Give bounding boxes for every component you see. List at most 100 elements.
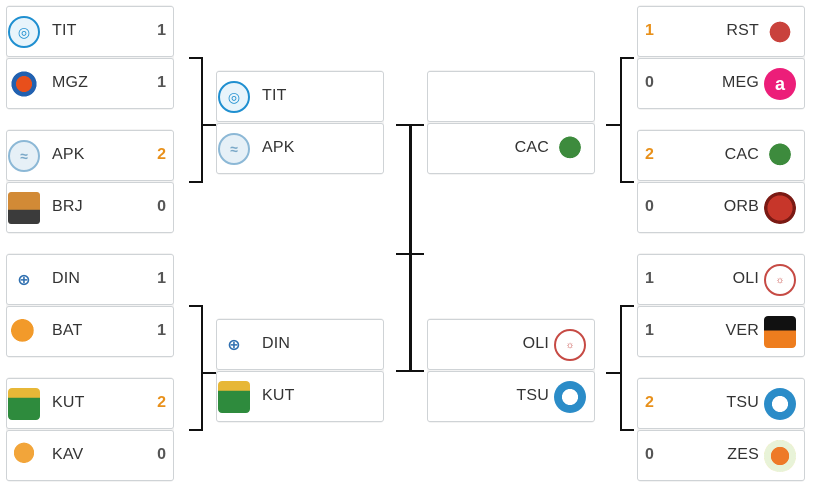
kav-logo-icon: [8, 440, 40, 472]
team-row[interactable]: KUT: [216, 371, 384, 422]
team-row[interactable]: BRJ 0: [6, 182, 174, 233]
match-card[interactable]: RST 1 a MEG 0: [637, 5, 805, 110]
kut-logo-icon: [8, 388, 40, 420]
mgz-logo-icon: [8, 68, 40, 100]
team-name: CAC: [514, 139, 549, 156]
team-name: KUT: [262, 387, 295, 404]
team-score: 0: [157, 198, 166, 215]
team-row[interactable]: MGZ 1: [6, 58, 174, 109]
match-card[interactable]: ☼OLI TSU: [427, 318, 595, 423]
team-row[interactable]: a MEG 0: [637, 58, 805, 109]
team-score: 1: [645, 22, 654, 39]
team-score: 2: [645, 146, 654, 163]
meg-logo-icon: a: [764, 68, 796, 100]
bracket-connector: [606, 372, 621, 374]
apk-logo-icon: ≈: [218, 133, 250, 165]
kut-logo-icon: [218, 381, 250, 413]
team-row[interactable]: ≈ APK 2: [6, 130, 174, 181]
ver-logo-icon: [764, 316, 796, 348]
bracket-connector: [620, 305, 622, 431]
team-name: APK: [52, 146, 85, 163]
team-name: VER: [725, 322, 759, 339]
team-score: 1: [645, 270, 654, 287]
team-name: TSU: [726, 394, 759, 411]
team-score: 2: [157, 146, 166, 163]
orb-logo-icon: [764, 192, 796, 224]
team-row[interactable]: ⊕ DIN 1: [6, 254, 174, 305]
team-score: 0: [157, 446, 166, 463]
match-card[interactable]: ◎ TIT ≈ APK: [216, 70, 384, 175]
team-row[interactable]: TSU: [427, 371, 595, 422]
oli-logo-icon: ☼: [764, 264, 796, 296]
team-score: 1: [645, 322, 654, 339]
team-row[interactable]: ◎ TIT: [216, 71, 384, 122]
tit-logo-icon: ◎: [8, 16, 40, 48]
team-row[interactable]: KUT 2: [6, 378, 174, 429]
team-row[interactable]: ☼OLI: [427, 319, 595, 370]
tit-logo-icon: ◎: [218, 81, 250, 113]
team-row[interactable]: ⊕DIN: [216, 319, 384, 370]
cac-logo-icon: [764, 140, 796, 172]
team-name: TIT: [262, 87, 287, 104]
team-score: 2: [157, 394, 166, 411]
team-score: 0: [645, 446, 654, 463]
team-name: MGZ: [52, 74, 89, 91]
bracket-connector: [620, 57, 622, 183]
oli-logo-icon: ☼: [554, 329, 586, 361]
team-score: 1: [157, 22, 166, 39]
team-name: MEG: [721, 74, 759, 91]
tsu-logo-icon: [764, 388, 796, 420]
match-card[interactable]: ⊕DIN KUT: [216, 318, 384, 423]
team-row[interactable]: ZES 0: [637, 430, 805, 481]
team-score: 1: [157, 270, 166, 287]
team-row[interactable]: CAC: [427, 123, 595, 174]
team-name: ZES: [727, 446, 759, 463]
din-logo-icon: ⊕: [8, 264, 40, 296]
match-card[interactable]: CAC: [427, 70, 595, 175]
bracket-connector: [189, 429, 203, 431]
brj-logo-icon: [8, 192, 40, 224]
team-score: 1: [157, 322, 166, 339]
team-name: KAV: [52, 446, 84, 463]
team-name: CAC: [724, 146, 759, 163]
team-name: ORB: [723, 198, 759, 215]
team-row[interactable]: CAC 2: [637, 130, 805, 181]
team-name: TSU: [516, 387, 549, 404]
team-row[interactable]: [427, 71, 595, 122]
team-row[interactable]: ≈ APK: [216, 123, 384, 174]
bracket-connector: [189, 181, 203, 183]
team-score: 1: [157, 74, 166, 91]
bracket-connector: [189, 57, 203, 59]
bracket-connector: [409, 124, 412, 372]
team-name: DIN: [52, 270, 81, 287]
team-score: 0: [645, 74, 654, 91]
bracket-connector: [189, 305, 203, 307]
team-name: KUT: [52, 394, 85, 411]
team-name: APK: [262, 139, 295, 156]
team-row[interactable]: KAV 0: [6, 430, 174, 481]
team-name: BRJ: [52, 198, 83, 215]
bracket-connector: [201, 372, 216, 374]
din-logo-icon: ⊕: [218, 329, 250, 361]
apk-logo-icon: ≈: [8, 140, 40, 172]
team-row[interactable]: RST 1: [637, 6, 805, 57]
team-name: RST: [726, 22, 759, 39]
cac-logo-icon: [554, 133, 586, 165]
bracket-connector: [201, 305, 203, 431]
team-row[interactable]: VER 1: [637, 306, 805, 357]
bracket-connector: [620, 429, 634, 431]
bat-logo-icon: [8, 316, 40, 348]
